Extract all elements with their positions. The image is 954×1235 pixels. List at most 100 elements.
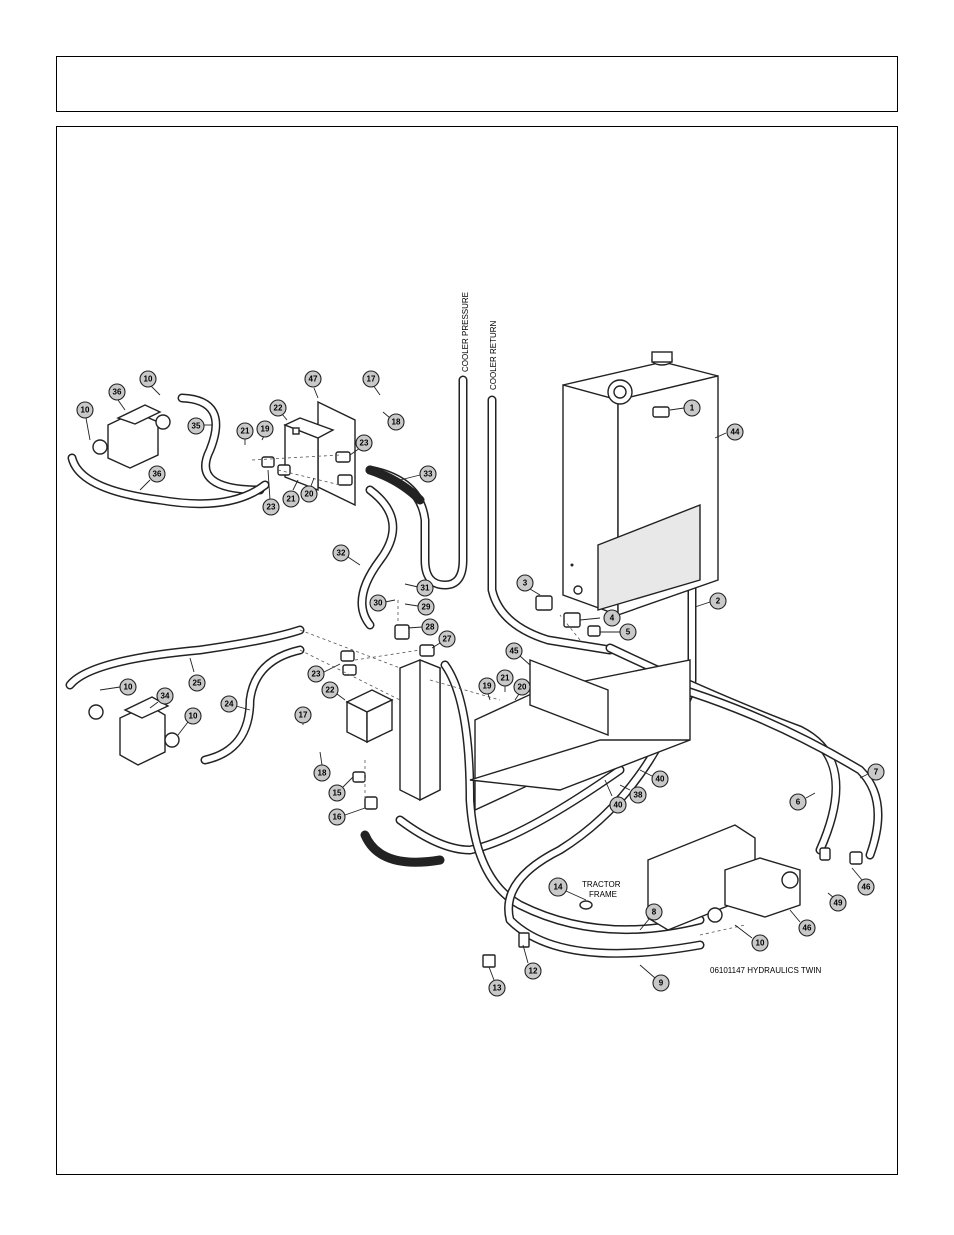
svg-text:17: 17: [367, 375, 376, 384]
svg-text:16: 16: [333, 813, 342, 822]
svg-text:17: 17: [299, 711, 308, 720]
svg-text:31: 31: [421, 584, 430, 593]
svg-text:9: 9: [659, 979, 664, 988]
cooler-pressure-label: COOLER PRESSURE: [461, 292, 470, 372]
callout-17-a: 17: [362, 370, 381, 396]
cooler-return-label: COOLER RETURN: [489, 320, 498, 390]
callout-10-a: 10: [139, 370, 161, 396]
svg-text:6: 6: [796, 798, 801, 807]
svg-text:15: 15: [333, 789, 342, 798]
callout-40-a: 40: [639, 769, 669, 788]
callout-7: 7: [859, 763, 885, 781]
callout-33: 33: [399, 465, 437, 483]
callout-23-a: 23: [349, 434, 373, 456]
svg-text:36: 36: [113, 388, 122, 397]
callout-28: 28: [407, 618, 439, 636]
hose-35: [177, 393, 265, 495]
svg-text:23: 23: [267, 503, 276, 512]
callout-29: 29: [404, 598, 435, 616]
callout-20-b: 20: [513, 678, 531, 701]
svg-text:34: 34: [161, 692, 170, 701]
callout-36-b: 36: [139, 465, 166, 491]
svg-text:3: 3: [523, 579, 528, 588]
svg-text:22: 22: [326, 686, 335, 695]
callout-14: 14: [548, 877, 587, 901]
drawing-id-label: 06101147 HYDRAULICS TWIN: [710, 966, 822, 975]
callout-2: 2: [694, 592, 727, 610]
callout-9: 9: [639, 964, 670, 992]
callout-22-a: 22: [269, 399, 288, 421]
callout-23-c: 23: [307, 663, 341, 683]
callout-35: 35: [187, 417, 212, 435]
callout-47: 47: [304, 370, 322, 399]
callout-23-b: 23: [262, 469, 280, 516]
svg-text:12: 12: [529, 967, 538, 976]
valve-block-lower: [345, 689, 394, 744]
callout-21-a: 21: [236, 422, 254, 445]
svg-text:25: 25: [193, 679, 202, 688]
callout-10-c: 10: [99, 678, 137, 696]
callout-3: 3: [516, 574, 541, 596]
svg-text:20: 20: [518, 683, 527, 692]
callout-22-b: 22: [321, 681, 346, 701]
svg-text:10: 10: [144, 375, 153, 384]
callout-31: 31: [404, 579, 434, 597]
svg-text:13: 13: [493, 984, 502, 993]
callouts: 1 2 3 4 5 6 7 8 9 10 10 10 10 10 12 13 1…: [76, 370, 885, 997]
svg-text:19: 19: [261, 425, 270, 434]
callout-12: 12: [522, 944, 542, 980]
pump-right: [647, 824, 801, 931]
callout-30: 30: [369, 594, 396, 612]
callout-1: 1: [669, 399, 701, 417]
callout-19-a: 19: [256, 420, 274, 441]
callout-44: 44: [714, 423, 744, 441]
svg-text:46: 46: [862, 883, 871, 892]
fittings: [261, 406, 863, 968]
pump-lower: [88, 696, 180, 766]
diagram-frame: [56, 126, 898, 1175]
hoses: [65, 375, 883, 958]
callout-10-b: 10: [76, 401, 94, 441]
callout-10-e: 10: [734, 924, 769, 952]
callout-19-b: 19: [478, 677, 496, 701]
callout-13: 13: [488, 966, 506, 997]
svg-text:33: 33: [424, 470, 433, 479]
callout-46-a: 46: [851, 867, 875, 896]
callout-34: 34: [149, 687, 174, 709]
svg-text:49: 49: [834, 899, 843, 908]
svg-text:23: 23: [360, 439, 369, 448]
svg-text:23: 23: [312, 670, 321, 679]
callout-40-b: 40: [604, 779, 627, 814]
callout-45: 45: [505, 642, 531, 666]
svg-text:10: 10: [189, 712, 198, 721]
callout-21-b: 21: [282, 479, 300, 508]
svg-text:18: 18: [318, 769, 327, 778]
svg-text:10: 10: [124, 683, 133, 692]
svg-text:5: 5: [626, 628, 631, 637]
svg-text:40: 40: [656, 775, 665, 784]
svg-text:28: 28: [426, 623, 435, 632]
hose-16: [360, 830, 445, 867]
svg-text:47: 47: [309, 375, 318, 384]
callout-49: 49: [827, 892, 847, 912]
svg-text:46: 46: [803, 924, 812, 933]
svg-text:35: 35: [192, 422, 201, 431]
pump-upper: [92, 404, 171, 469]
callout-18-a: 18: [382, 411, 405, 431]
svg-text:45: 45: [510, 647, 519, 656]
callout-4: 4: [579, 609, 621, 627]
svg-text:10: 10: [756, 939, 765, 948]
svg-text:21: 21: [287, 495, 296, 504]
callout-25: 25: [188, 657, 206, 692]
callout-16: 16: [328, 807, 366, 826]
svg-text:10: 10: [81, 406, 90, 415]
svg-text:8: 8: [652, 908, 657, 917]
svg-text:22: 22: [274, 404, 283, 413]
svg-text:21: 21: [501, 674, 510, 683]
callout-10-d: 10: [177, 707, 202, 736]
callout-32: 32: [332, 544, 361, 566]
tractor-frame-label-line1: TRACTOR: [582, 880, 621, 889]
callout-17-b: 17: [294, 706, 312, 725]
callout-5: 5: [600, 623, 637, 641]
